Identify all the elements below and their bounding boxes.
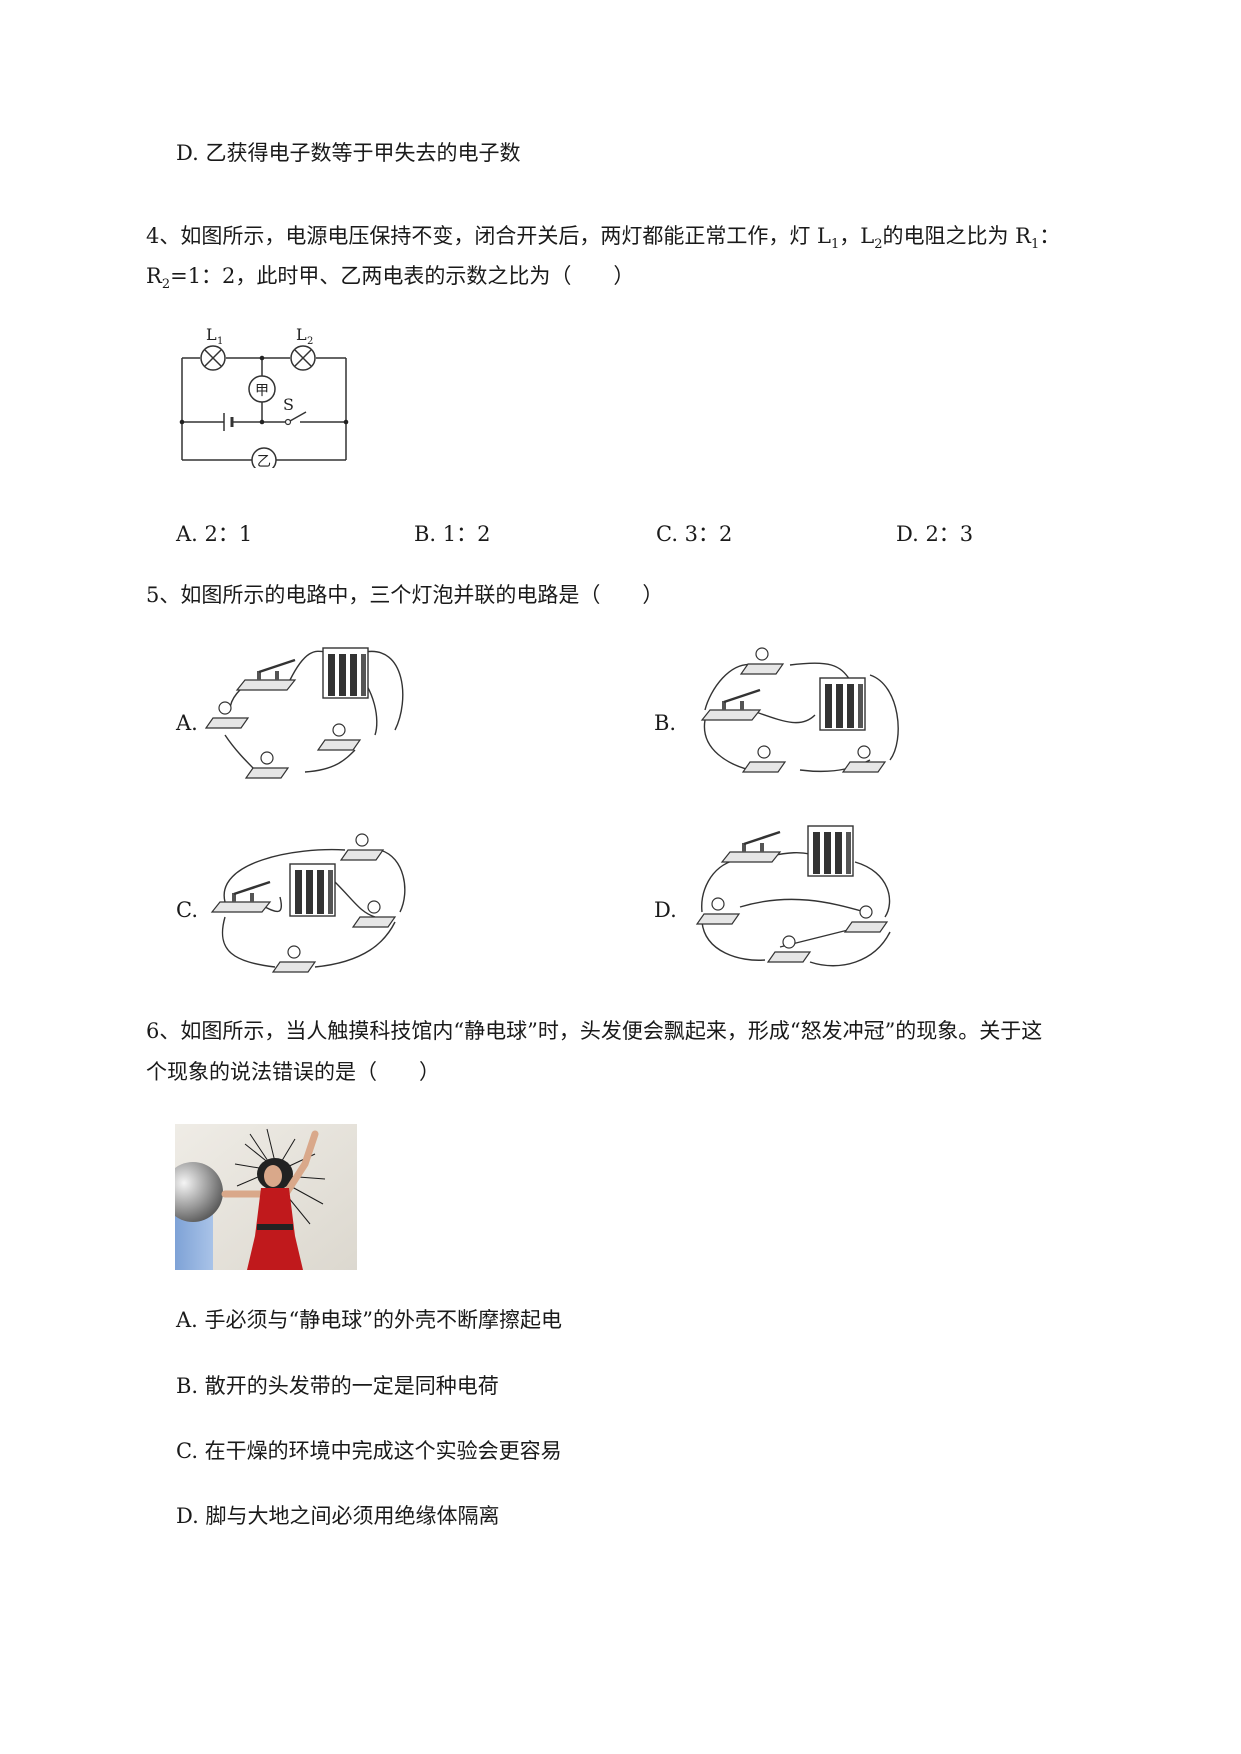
lamp-l2-label: L bbox=[296, 325, 307, 344]
q4-stem-line1: 4、如图所示，电源电压保持不变，闭合开关后，两灯都能正常工作，灯 L1，L2的电… bbox=[146, 220, 1060, 261]
q5-stem: 5、如图所示的电路中，三个灯泡并联的电路是（ ） bbox=[146, 583, 664, 607]
q4-text: ，L bbox=[839, 224, 875, 248]
q4-circuit-diagram: L 1 L 2 甲 S 乙 bbox=[179, 325, 349, 468]
switch-icon bbox=[720, 830, 782, 863]
q6-option-c: C. 在干燥的环境中完成这个实验会更容易 bbox=[176, 1439, 562, 1463]
bulb-icon bbox=[843, 905, 889, 933]
switch-icon bbox=[235, 658, 297, 691]
q4-text: 4、如图所示，电源电压保持不变，闭合开关后，两灯都能正常工作，灯 L bbox=[146, 224, 831, 248]
q6-stem-line1: 6、如图所示，当人触摸科技馆内“静电球”时，头发便会飘起来，形成“怒发冲冠”的现… bbox=[146, 1019, 1043, 1043]
q4-option-a: A. 2：1 bbox=[176, 522, 253, 546]
q4-sub: 2 bbox=[161, 277, 171, 293]
battery-icon bbox=[322, 647, 369, 699]
q4-text: =1：2，此时甲、乙两电表的示数之比为（ ） bbox=[170, 264, 635, 288]
switch-icon bbox=[284, 411, 307, 426]
q4-sub: 1 bbox=[1031, 237, 1040, 253]
q6-option-b: B. 散开的头发带的一定是同种电荷 bbox=[176, 1374, 499, 1398]
q6-static-ball-photo bbox=[175, 1124, 357, 1270]
switch-icon bbox=[210, 880, 272, 913]
meter-jia-label: 甲 bbox=[255, 383, 269, 399]
junction-dot bbox=[259, 419, 265, 425]
q5-label-c: C. bbox=[176, 898, 198, 922]
q5-label-a: A. bbox=[176, 711, 198, 735]
battery-icon bbox=[289, 863, 336, 917]
lamp-l1-label: L bbox=[206, 325, 217, 344]
q4-stem-line2: R2=1：2，此时甲、乙两电表的示数之比为（ ） bbox=[146, 260, 634, 301]
q3-option-d: D. 乙获得电子数等于甲失去的电子数 bbox=[176, 141, 521, 165]
bulb-icon bbox=[316, 723, 362, 751]
bulb-icon bbox=[766, 935, 812, 963]
q4-sub: 1 bbox=[830, 237, 840, 253]
q5-circuit-d bbox=[695, 825, 891, 967]
lamp-l1-icon bbox=[200, 345, 226, 371]
bulb-icon bbox=[741, 745, 787, 773]
meter-yi-label: 乙 bbox=[257, 454, 271, 468]
q4-option-b: B. 1：2 bbox=[414, 522, 491, 546]
q5-label-d: D. bbox=[654, 898, 677, 922]
bulb-icon bbox=[351, 900, 397, 928]
bulb-icon bbox=[271, 945, 317, 973]
junction-dot bbox=[343, 419, 349, 425]
battery-icon bbox=[223, 413, 234, 431]
lamp-l2-icon bbox=[290, 345, 316, 371]
bulb-icon bbox=[739, 647, 785, 675]
q4-sub: 2 bbox=[874, 237, 883, 253]
bulb-icon bbox=[205, 701, 250, 729]
bulb-icon bbox=[695, 897, 741, 925]
lamp-l1-sub: 1 bbox=[217, 336, 223, 347]
battery-icon bbox=[819, 677, 866, 731]
q4-option-c: C. 3：2 bbox=[656, 522, 733, 546]
q4-text: 的电阻之比为 R bbox=[882, 224, 1032, 248]
lamp-l2-sub: 2 bbox=[307, 336, 313, 347]
meter-jia-icon bbox=[248, 375, 276, 403]
meter-yi-icon bbox=[251, 447, 277, 468]
bulb-icon bbox=[339, 833, 385, 861]
bulb-icon bbox=[841, 745, 887, 773]
junction-dot bbox=[179, 419, 185, 425]
q5-label-b: B. bbox=[654, 711, 677, 735]
battery-icon bbox=[807, 825, 854, 877]
q6-option-a: A. 手必须与“静电球”的外壳不断摩擦起电 bbox=[176, 1308, 562, 1332]
q6-stem-line2: 个现象的说法错误的是（ ） bbox=[146, 1060, 440, 1084]
bulb-icon bbox=[244, 751, 290, 779]
q5-circuit-c bbox=[210, 833, 406, 973]
q4-text: R bbox=[146, 264, 162, 288]
switch-icon bbox=[700, 688, 762, 721]
q6-option-d: D. 脚与大地之间必须用绝缘体隔离 bbox=[176, 1504, 500, 1528]
q4-option-d: D. 2：3 bbox=[896, 522, 974, 546]
switch-label: S bbox=[283, 395, 294, 414]
q5-circuit-a bbox=[205, 647, 404, 779]
q5-circuit-b bbox=[700, 647, 899, 773]
q4-text: ： bbox=[1039, 224, 1061, 248]
junction-dot bbox=[259, 355, 265, 361]
